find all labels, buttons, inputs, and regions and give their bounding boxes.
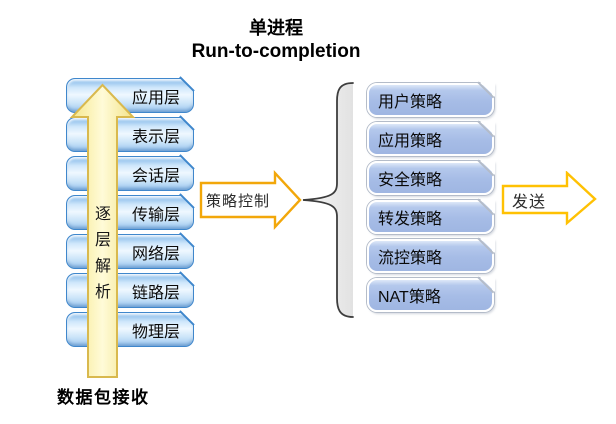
layer-label: 应用层 (131, 89, 180, 107)
layer-label: 表示层 (131, 128, 180, 146)
layer-label: 物理层 (131, 323, 180, 341)
policy-label: 转发策略 (378, 211, 443, 228)
packet-receive-label: 数据包接收 (57, 388, 150, 407)
title-line-en: Run-to-completion (191, 41, 361, 62)
policy-stack: 用户策略 应用策略 安全策略 转发策略 流控策略 NAT策略 (367, 82, 495, 312)
send-arrow-icon (501, 171, 597, 226)
policy-control-label: 策略控制 (205, 192, 270, 210)
policy-box-flowcontrol: 流控策略 (367, 238, 495, 273)
vertical-char: 逐 (94, 206, 111, 223)
policy-control-arrow-icon (199, 169, 302, 231)
layer-label: 链路层 (131, 284, 180, 302)
brace-outline (302, 82, 354, 318)
up-arrow-shape (69, 83, 136, 378)
policy-box-user: 用户策略 (367, 82, 495, 117)
policy-box-forwarding: 转发策略 (367, 199, 495, 234)
layer-label: 会话层 (131, 167, 180, 185)
policy-box-nat: NAT策略 (367, 277, 495, 312)
policy-label: 用户策略 (378, 94, 443, 111)
policy-box-app: 应用策略 (367, 121, 495, 156)
right-arrow-shape (501, 171, 597, 226)
brace-body (303, 83, 353, 317)
right-arrow-shape (199, 169, 302, 231)
vertical-char: 解 (94, 258, 111, 275)
policy-label: 安全策略 (378, 172, 443, 189)
vertical-char: 层 (94, 232, 111, 249)
policy-box-security: 安全策略 (367, 160, 495, 195)
diagram-title: 单进程 Run-to-completion (106, 16, 446, 64)
vertical-char: 析 (94, 284, 111, 301)
up-arrow-vertical-label: 逐 层 解 析 (94, 202, 112, 306)
layer-label: 网络层 (131, 245, 180, 263)
policy-label: 流控策略 (378, 250, 443, 267)
up-arrow-icon (69, 83, 136, 378)
title-line-cn: 单进程 (249, 18, 303, 38)
left-brace-icon (302, 82, 354, 318)
policy-label: 应用策略 (378, 133, 443, 150)
layer-label: 传输层 (131, 206, 180, 224)
policy-label: NAT策略 (378, 289, 441, 306)
send-label: 发送 (512, 193, 547, 211)
